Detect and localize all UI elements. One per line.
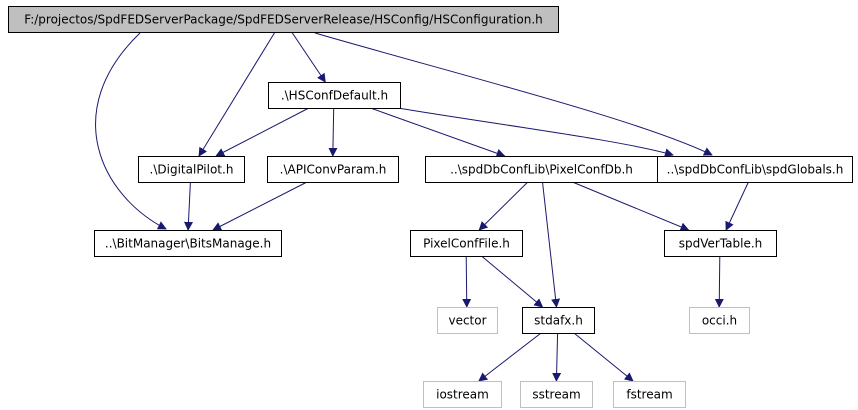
edge-digitalpilot-to-bitsmanage xyxy=(183,181,193,231)
node-label-vector: vector xyxy=(448,314,486,328)
node-box-spdvertable xyxy=(664,230,777,257)
node-box-vector xyxy=(437,307,498,334)
node-box-sstream xyxy=(520,381,593,408)
node-label-occi: occi.h xyxy=(702,314,737,328)
edge-spdglobals-to-spdvertable xyxy=(725,181,749,231)
node-pixelconffile[interactable]: PixelConfFile.h xyxy=(410,230,523,257)
node-label-bitsmanage: ..\BitManager\BitsManage.h xyxy=(105,237,271,251)
edges-layer xyxy=(95,31,749,382)
node-sstream[interactable]: sstream xyxy=(520,381,593,408)
node-digitalpilot[interactable]: .\DigitalPilot.h xyxy=(138,156,245,183)
node-apiconvparam[interactable]: .\APIConvParam.h xyxy=(267,156,399,183)
node-root[interactable]: F:/projectos/SpdFEDServerPackage/SpdFEDS… xyxy=(8,6,559,33)
node-box-spdglobals xyxy=(657,156,853,183)
node-occi[interactable]: occi.h xyxy=(689,307,750,334)
node-box-hsconfdefault xyxy=(268,82,401,109)
node-label-apiconvparam: .\APIConvParam.h xyxy=(280,163,387,177)
node-iostream[interactable]: iostream xyxy=(423,381,502,408)
edge-hsconfdefault-to-pixelconfdb xyxy=(370,107,506,158)
node-box-iostream xyxy=(423,381,502,408)
node-box-apiconvparam xyxy=(267,156,399,183)
edge-pixelconffile-to-vector xyxy=(462,255,472,308)
node-label-stdafx: stdafx.h xyxy=(534,314,583,328)
edge-hsconfdefault-to-digitalpilot xyxy=(215,107,310,157)
node-label-spdglobals: ..\spdDbConfLib\spdGlobals.h xyxy=(667,163,844,177)
node-label-root: F:/projectos/SpdFEDServerPackage/SpdFEDS… xyxy=(24,13,543,27)
node-spdglobals[interactable]: ..\spdDbConfLib\spdGlobals.h xyxy=(657,156,853,183)
edge-stdafx-to-sstream xyxy=(552,332,562,382)
edge-stdafx-to-fstream xyxy=(573,332,634,382)
node-label-sstream: sstream xyxy=(532,388,580,402)
node-label-hsconfdefault: .\HSConfDefault.h xyxy=(281,89,388,103)
node-spdvertable[interactable]: spdVerTable.h xyxy=(664,230,777,257)
node-box-digitalpilot xyxy=(138,156,245,183)
node-box-occi xyxy=(689,307,750,334)
node-label-spdvertable: spdVerTable.h xyxy=(679,237,763,251)
node-label-fstream: fstream xyxy=(626,388,672,402)
node-label-pixelconffile: PixelConfFile.h xyxy=(423,237,510,251)
node-stdafx[interactable]: stdafx.h xyxy=(522,307,595,334)
edge-pixelconfdb-to-pixelconffile xyxy=(478,181,529,231)
node-box-pixelconfdb xyxy=(425,156,658,183)
node-label-pixelconfdb: ..\spdDbConfLib\PixelConfDb.h xyxy=(450,163,633,177)
node-box-pixelconffile xyxy=(410,230,523,257)
edge-hsconfdefault-to-spdglobals xyxy=(397,107,674,158)
edge-pixelconffile-to-stdafx xyxy=(481,255,544,308)
node-box-stdafx xyxy=(522,307,595,334)
node-pixelconfdb[interactable]: ..\spdDbConfLib\PixelConfDb.h xyxy=(425,156,658,183)
node-fstream[interactable]: fstream xyxy=(613,381,686,408)
nodes-layer: F:/projectos/SpdFEDServerPackage/SpdFEDS… xyxy=(8,6,853,408)
node-label-iostream: iostream xyxy=(436,388,489,402)
node-vector[interactable]: vector xyxy=(437,307,498,334)
node-box-fstream xyxy=(613,381,686,408)
edge-pixelconfdb-to-spdvertable xyxy=(572,181,690,232)
node-box-root xyxy=(8,6,559,33)
edge-apiconvparam-to-bitsmanage xyxy=(212,181,308,231)
edge-hsconfdefault-to-apiconvparam xyxy=(328,107,338,157)
edge-root-to-digitalpilot xyxy=(198,31,276,157)
edge-root-to-bitsmanage xyxy=(95,32,167,230)
node-hsconfdefault[interactable]: .\HSConfDefault.h xyxy=(268,82,401,109)
node-bitsmanage[interactable]: ..\BitManager\BitsManage.h xyxy=(94,230,282,257)
node-label-digitalpilot: .\DigitalPilot.h xyxy=(150,163,234,177)
edge-root-to-hsconfdefault xyxy=(291,31,326,83)
edge-root-to-spdglobals xyxy=(314,32,713,156)
edge-pixelconfdb-to-stdafx xyxy=(542,181,561,308)
edge-stdafx-to-iostream xyxy=(478,332,542,382)
edge-spdvertable-to-occi xyxy=(714,255,724,308)
node-box-bitsmanage xyxy=(94,230,282,257)
